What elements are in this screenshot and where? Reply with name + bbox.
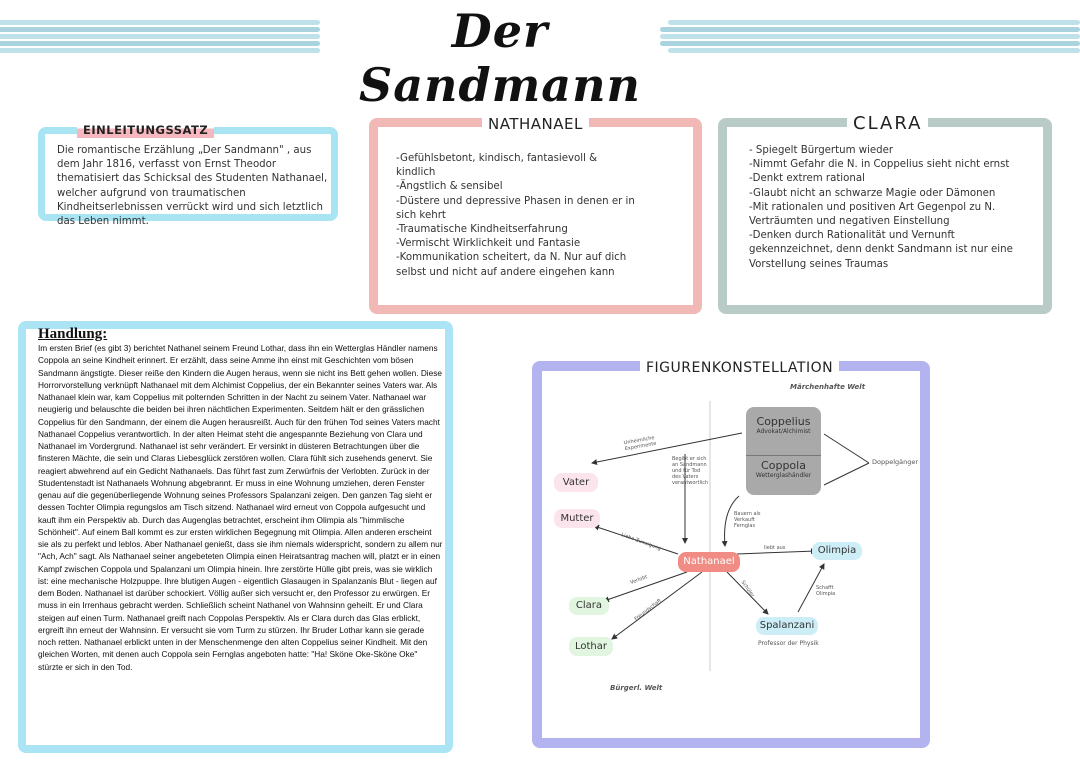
trait-line: -Düstere und depressive Phasen in denen …: [396, 195, 635, 221]
node-coppelius-label: Coppelius: [756, 415, 811, 428]
doppelganger-label: Doppelgänger: [872, 458, 919, 466]
trait-line: -Ängstlich & sensibel: [396, 181, 503, 193]
nathanael-box: NATHANAEL -Gefühlsbetont, kindisch, fant…: [369, 115, 702, 314]
character-diagram: Märchenhafte Welt Bürgerl. Welt Coppeliu…: [532, 361, 930, 748]
clara-box: CLARA - Spiegelt Bürgertum wieder -Nimmt…: [718, 113, 1052, 314]
world-top-label: Märchenhafte Welt: [790, 383, 866, 391]
trait-line: -Gefühlsbetont, kindisch, fantasievoll &…: [396, 153, 598, 179]
world-bottom-label: Bürgerl. Welt: [610, 684, 663, 692]
node-spalanzani: Spalanzani: [756, 617, 818, 635]
page-title: Der Sandmann: [358, 4, 641, 112]
plot-text: Im ersten Brief (es gibt 3) berichtet Na…: [38, 343, 443, 672]
node-coppola-label: Coppola: [761, 459, 806, 472]
header-stripe-right: [660, 20, 1080, 58]
header-stripe-left: [0, 20, 320, 58]
figures-label: FIGURENKONSTELLATION: [640, 360, 840, 376]
trait-line: -Traumatische Kindheitserfahrung: [396, 224, 568, 236]
nathanael-label: NATHANAEL: [482, 115, 589, 133]
trait-line: -Denkt extrem rational: [749, 173, 865, 185]
node-coppelius: Coppelius Advokat/Alchimist: [746, 415, 821, 435]
figures-box: FIGURENKONSTELLATION: [532, 360, 930, 748]
trait-line: -Nimmt Gefahr die N. in Coppelius sieht …: [749, 159, 1010, 171]
intro-label: EINLEITUNGSSATZ: [77, 122, 215, 138]
trait-line: -Kommunikation scheitert, da N. Nur auf …: [396, 252, 627, 278]
intro-box: EINLEITUNGSSATZ Die romantische Erzählun…: [38, 122, 338, 227]
node-coppola-sub: Wetterglashändler: [755, 472, 812, 479]
trait-line: -Denken durch Rationalität und Vernunft …: [749, 230, 1013, 270]
plot-title: Handlung:: [38, 326, 108, 342]
diagram-lines: [591, 401, 870, 671]
intro-text: Die romantische Erzählung „Der Sandmann"…: [57, 145, 328, 228]
nathanael-traits: -Gefühlsbetont, kindisch, fantasievoll &…: [396, 152, 636, 280]
node-spalanzani-sub: Professor der Physik: [758, 640, 819, 647]
node-vater: Vater: [554, 473, 598, 492]
node-mutter: Mutter: [554, 509, 600, 528]
node-coppola: Coppola Wetterglashändler: [746, 459, 821, 479]
trait-line: -Glaubt nicht an schwarze Magie oder Däm…: [749, 187, 996, 199]
trait-line: -Vermischt Wirklichkeit und Fantasie: [396, 238, 581, 250]
clara-label: CLARA: [847, 113, 929, 134]
edge-note-guilt: Begibt er sich an Sandmann und für Tod d…: [672, 456, 709, 486]
edge-note-buys: Bauern als Verkauft Fernglas: [734, 511, 761, 529]
node-lothar: Lothar: [569, 637, 613, 656]
node-coppelius-sub: Advokat/Alchimist: [756, 428, 811, 435]
edge-note-creates: Schafft Olimpia: [816, 585, 836, 597]
trait-line: - Spiegelt Bürgertum wieder: [749, 145, 894, 156]
antagonist-block: Coppelius Advokat/Alchimist Coppola Wett…: [746, 407, 821, 495]
node-olimpia: Olimpia: [812, 542, 862, 560]
plot-box: Handlung: Im ersten Brief (es gibt 3) be…: [18, 321, 453, 753]
trait-line: -Mit rationalen und positiven Art Gegenp…: [749, 201, 996, 228]
edge-note-loves: liebt aus: [764, 545, 786, 551]
clara-traits: - Spiegelt Bürgertum wieder -Nimmt Gefah…: [749, 144, 1019, 272]
node-nathanael: Nathanael: [678, 552, 740, 572]
node-clara: Clara: [569, 597, 609, 615]
